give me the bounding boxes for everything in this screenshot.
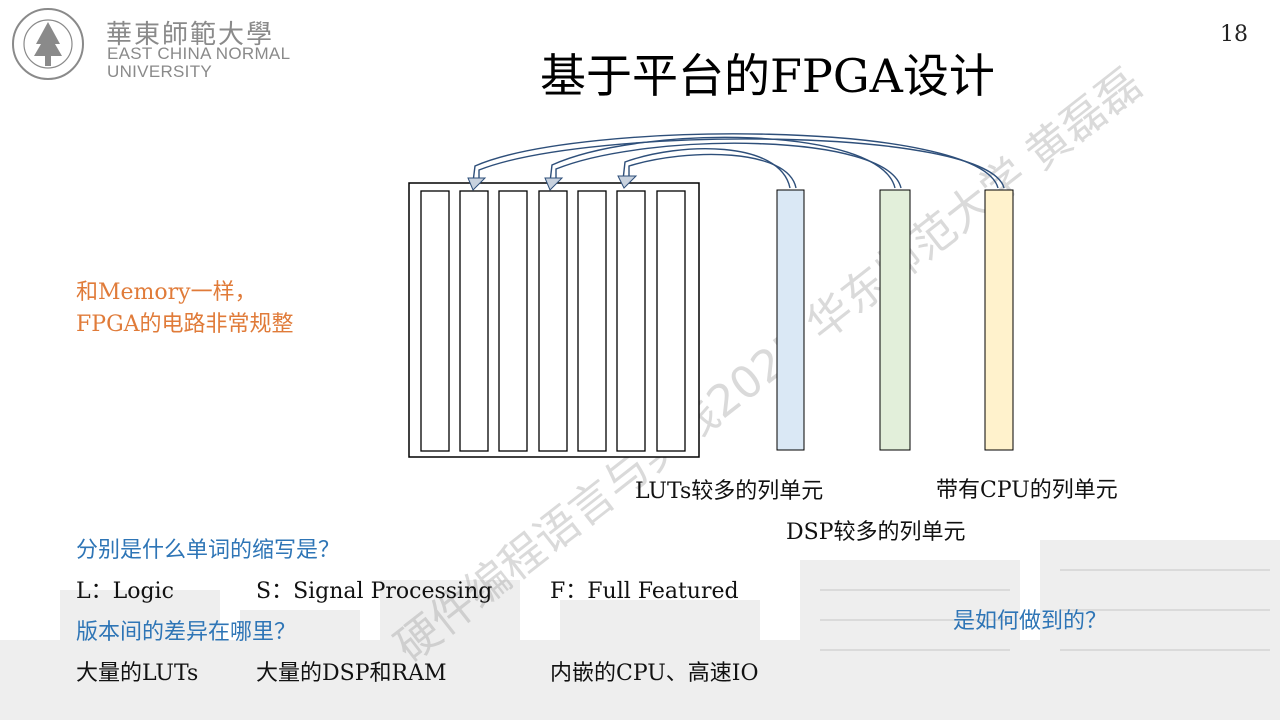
arrow-head [617,175,638,189]
fabric-column [459,190,489,452]
label-luts-column: LUTs较多的列单元 [635,479,824,504]
note-line1: 和Memory一样， [76,280,257,305]
question-how: 是如何做到的？ [953,609,1108,634]
fpga-column-diagram [408,133,1014,458]
answer-s-signal: S：Signal Processing [256,579,493,604]
curved-arrow [478,138,1005,189]
fabric-column [616,190,646,452]
luts-column-unit [776,189,805,451]
cpu-column-unit [984,189,1014,451]
curved-arrow [622,147,791,189]
page-number: 18 [1220,22,1248,47]
university-logo: 華東師範大學 EAST CHINA NORMAL UNIVERSITY [10,6,300,82]
logo-english-line1: EAST CHINA NORMAL [107,44,291,63]
answer-f-full: F：Full Featured [550,579,739,604]
curved-arrow [549,136,896,189]
answer-s-dsp-ram: 大量的DSP和RAM [256,661,447,686]
label-dsp-column: DSP较多的列单元 [786,520,966,545]
logo-english-line2: UNIVERSITY [107,62,213,81]
question-differences: 版本间的差异在哪里？ [76,620,297,645]
label-cpu-column: 带有CPU的列单元 [936,478,1118,503]
curved-arrow [628,153,797,189]
question-abbreviations: 分别是什么单词的缩写是？ [76,538,341,563]
fabric-column [498,190,528,452]
background-campus-image [0,540,1280,720]
university-seal-icon [12,8,84,80]
answer-l-luts: 大量的LUTs [76,661,199,686]
answer-l-logic: L：Logic [76,579,174,604]
answer-f-cpu-io: 内嵌的CPU、高速IO [550,661,759,686]
arrow-head [544,177,564,191]
fabric-column [577,190,607,452]
logo-chinese-name: 華東師範大學 [106,20,275,50]
fabric-column [420,190,450,452]
note-line2: FPGA的电路非常规整 [76,312,294,337]
fabric-column [538,190,568,452]
fabric-column [656,190,686,452]
slide-title: 基于平台的FPGA设计 [540,49,995,103]
dsp-column-unit [879,189,911,451]
curved-arrow [555,142,902,189]
arrow-head [467,177,487,191]
